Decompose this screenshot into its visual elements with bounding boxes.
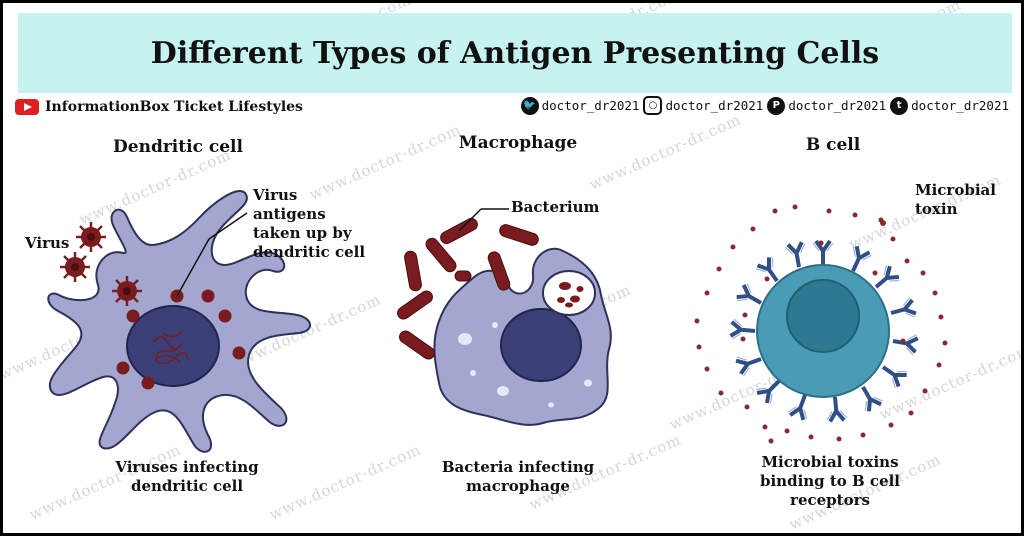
channel-name: InformationBox Ticket Lifestyles bbox=[45, 99, 303, 115]
title-bar: Different Types of Antigen Presenting Ce… bbox=[18, 13, 1012, 93]
tumblr-icon: t bbox=[890, 96, 909, 115]
channel-badge: InformationBox Ticket Lifestyles bbox=[15, 99, 303, 115]
dendritic-caption: Viruses infecting dendritic cell bbox=[115, 458, 259, 495]
antigen-label: Virus antigens taken up by dendritic cel… bbox=[253, 186, 366, 261]
cells-illustration bbox=[47, 190, 948, 453]
youtube-icon bbox=[15, 99, 39, 115]
social-tumblr: t doctor_dr2021 bbox=[890, 96, 1009, 115]
page-title: Different Types of Antigen Presenting Ce… bbox=[150, 35, 880, 71]
macrophage-drawing bbox=[397, 208, 612, 426]
virus-label: Virus bbox=[25, 234, 70, 252]
virus-icon bbox=[110, 274, 144, 308]
macrophage-heading: Macrophage bbox=[458, 133, 578, 153]
bacterium-label: Bacterium bbox=[511, 198, 600, 216]
social-pinterest: P doctor_dr2021 bbox=[767, 96, 887, 115]
instagram-icon: ○ bbox=[643, 96, 663, 115]
b-cell-heading: B cell bbox=[805, 135, 861, 155]
social-handle: doctor_dr2021 bbox=[788, 98, 887, 113]
social-handle: doctor_dr2021 bbox=[911, 98, 1009, 113]
virus-icon bbox=[58, 250, 92, 284]
b-cell-caption: Microbial toxins binding to B cell recep… bbox=[759, 453, 901, 509]
toxin-label: Microbial toxin bbox=[915, 181, 996, 218]
pinterest-icon: P bbox=[767, 96, 786, 115]
dendritic-cell-drawing bbox=[47, 190, 311, 453]
social-handles: 🐦 doctor_dr2021 ○ doctor_dr2021 P doctor… bbox=[520, 96, 1009, 115]
social-handle: doctor_dr2021 bbox=[665, 98, 764, 113]
b-cell-drawing bbox=[694, 204, 948, 444]
social-handle: doctor_dr2021 bbox=[541, 98, 640, 113]
phagosome bbox=[542, 270, 596, 316]
twitter-icon: 🐦 bbox=[520, 96, 539, 115]
b-cell-nucleus bbox=[786, 279, 860, 353]
dendritic-heading: Dendritic cell bbox=[113, 137, 243, 157]
social-twitter: 🐦 doctor_dr2021 bbox=[520, 96, 640, 115]
dendritic-nucleus bbox=[126, 305, 220, 387]
macrophage-nucleus bbox=[500, 308, 582, 382]
toxin-dots bbox=[694, 204, 948, 444]
social-instagram: ○ doctor_dr2021 bbox=[643, 96, 763, 115]
dendritic-dna bbox=[152, 330, 189, 364]
macrophage-caption: Bacteria infecting macrophage bbox=[441, 458, 595, 495]
